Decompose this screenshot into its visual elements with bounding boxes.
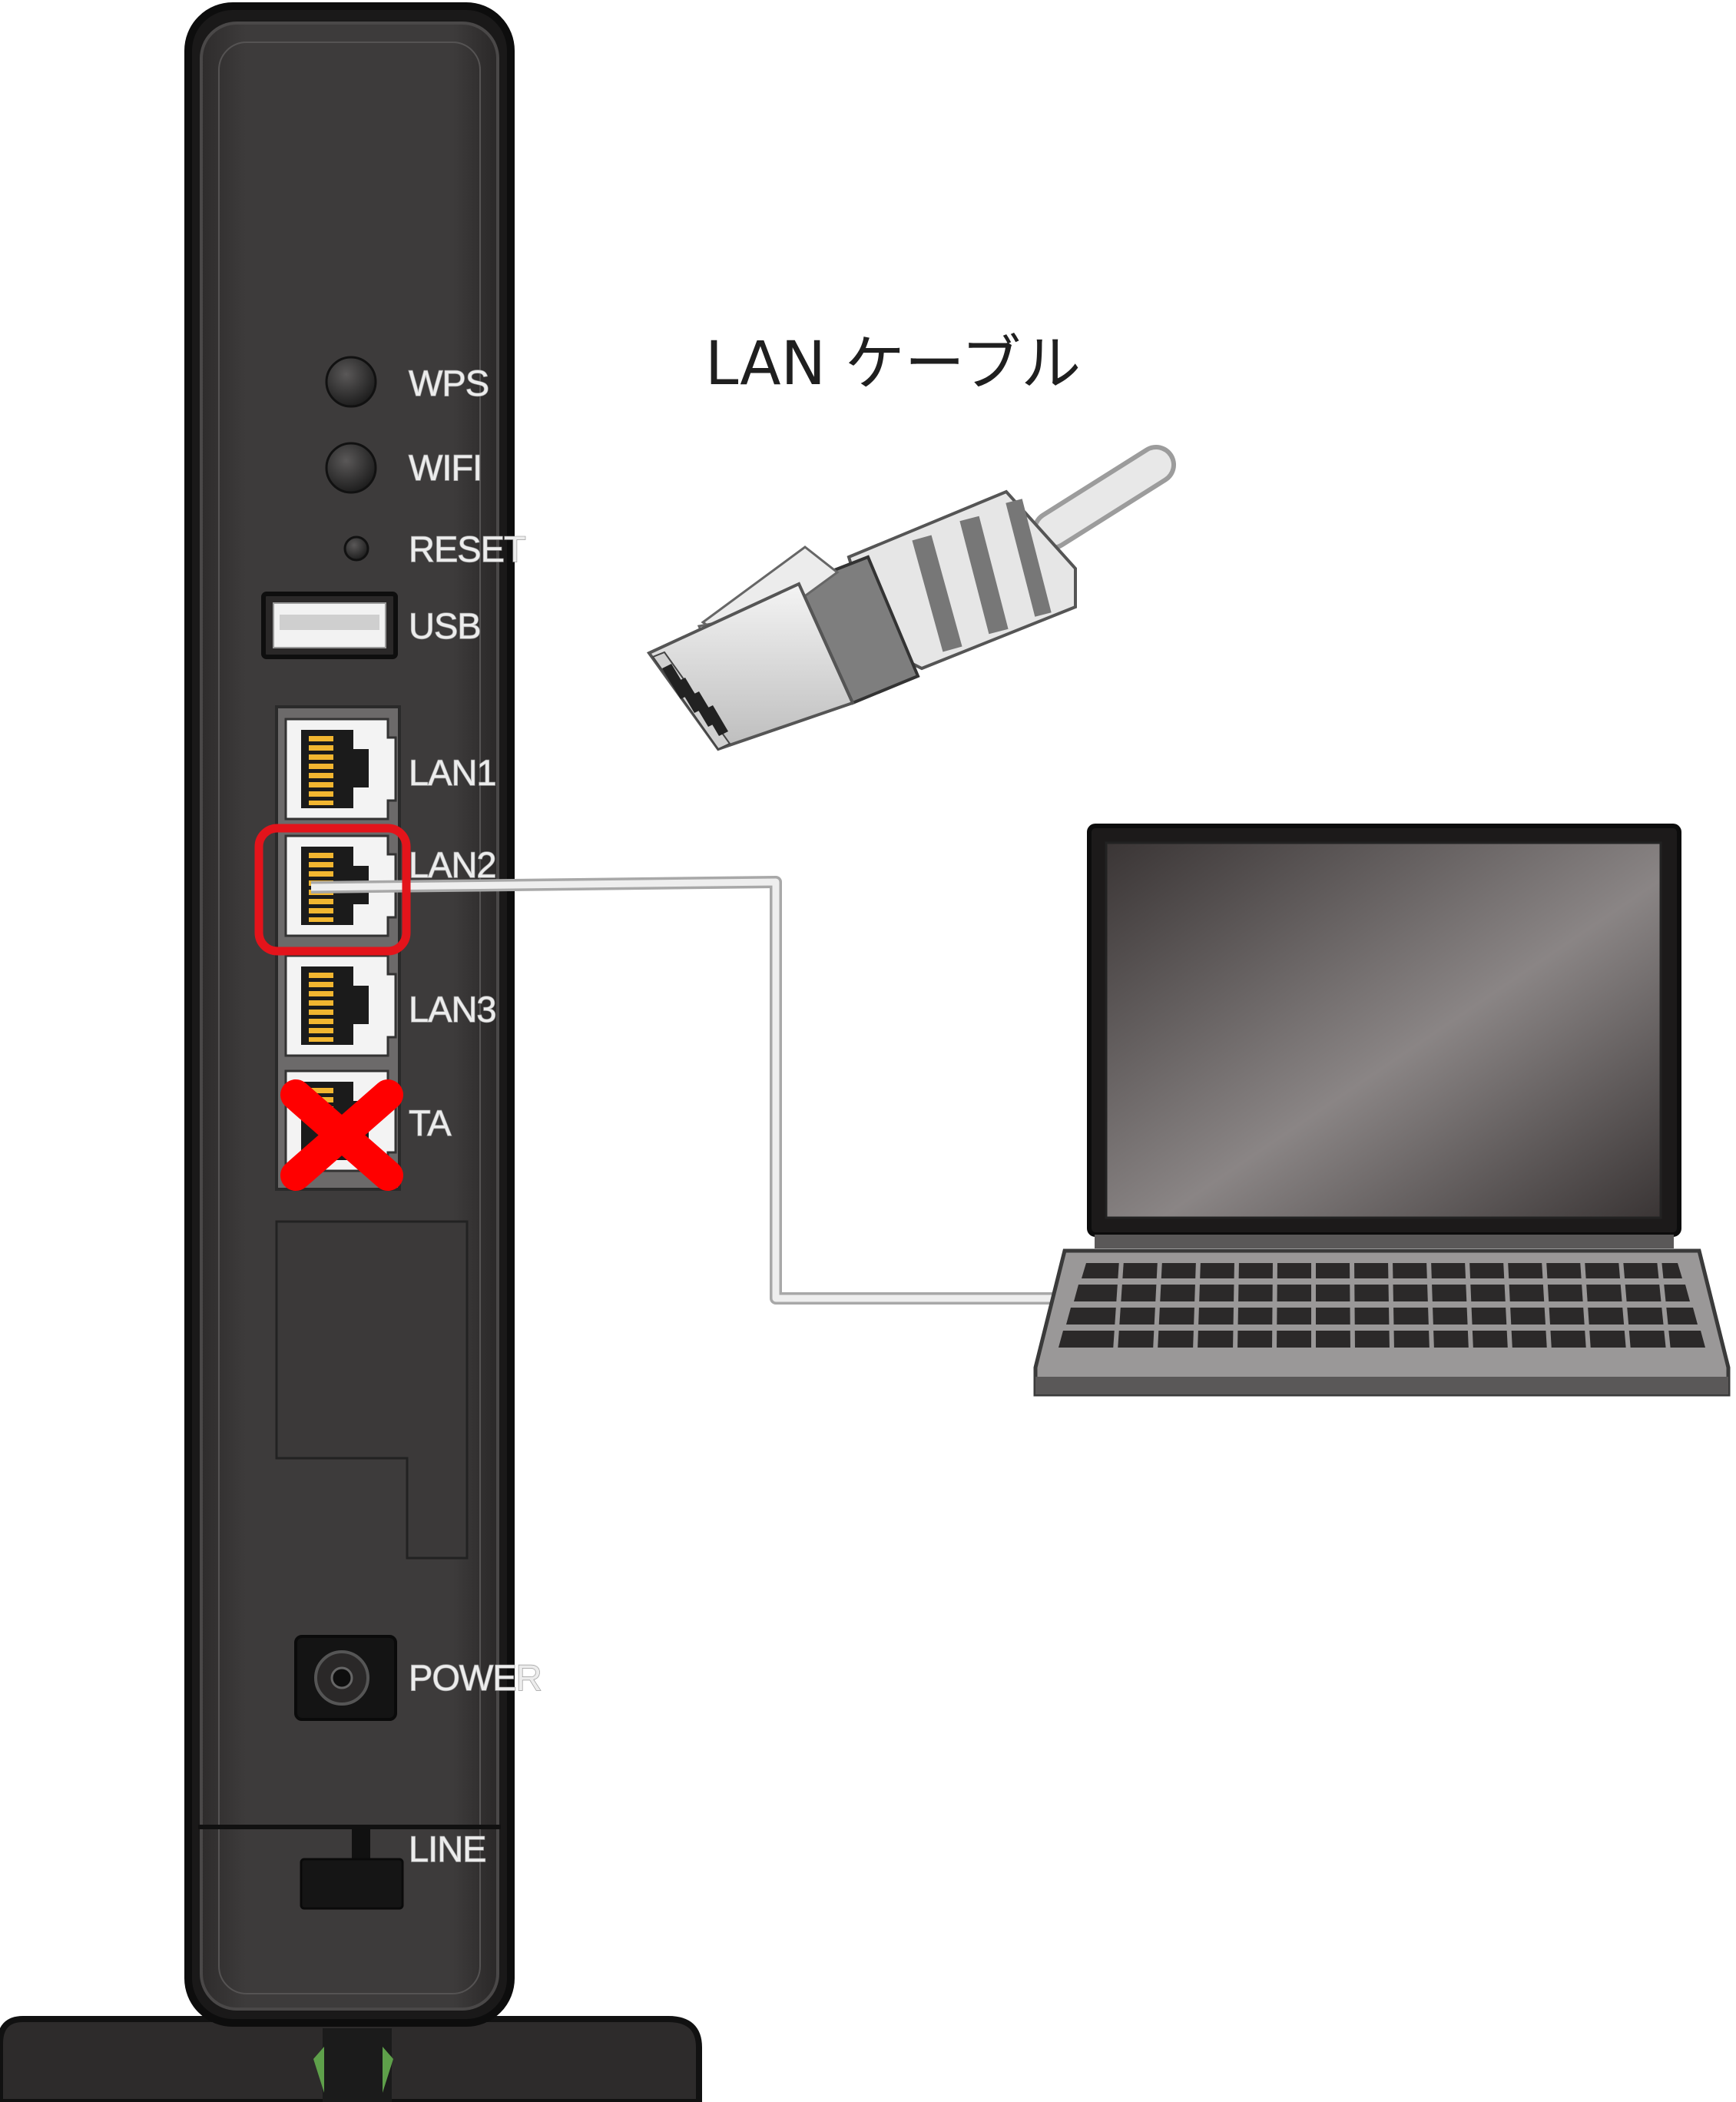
- lan-plug-icon: [646, 445, 1176, 751]
- wifi-button[interactable]: [325, 442, 377, 494]
- line-label: LINE: [409, 1828, 486, 1869]
- lan-cable-route: [310, 876, 1054, 1305]
- power-jack[interactable]: [294, 1635, 397, 1721]
- power-label: POWER: [409, 1657, 542, 1698]
- wifi-label: WIFI: [409, 447, 482, 488]
- wps-label: WPS: [409, 363, 489, 403]
- cable-caption: LAN ケーブル: [705, 330, 1081, 399]
- lan1-port[interactable]: [284, 718, 397, 821]
- ta-label: TA: [409, 1102, 452, 1143]
- laptop-icon: [1033, 824, 1731, 1397]
- wps-button[interactable]: [325, 356, 377, 408]
- laptop-screen: [1105, 841, 1662, 1219]
- lan2-label: LAN2: [409, 844, 496, 885]
- line-port[interactable]: [300, 1828, 404, 1910]
- reset-button[interactable]: [343, 535, 369, 562]
- reset-label: RESET: [409, 529, 525, 569]
- laptop-keyboard: [1058, 1263, 1705, 1348]
- usb-port[interactable]: [261, 592, 398, 659]
- lan3-port[interactable]: [284, 954, 397, 1057]
- label-area: [275, 1220, 469, 1560]
- cross-mark-icon: [280, 1079, 403, 1191]
- usb-label: USB: [409, 605, 481, 646]
- lan3-label: LAN3: [409, 989, 496, 1029]
- highlight-box-icon: [254, 824, 411, 956]
- router: WPS WIFI RESET USB LAN1 LAN2 LAN3 TA POW…: [0, 2, 702, 2102]
- lan1-label: LAN1: [409, 752, 496, 793]
